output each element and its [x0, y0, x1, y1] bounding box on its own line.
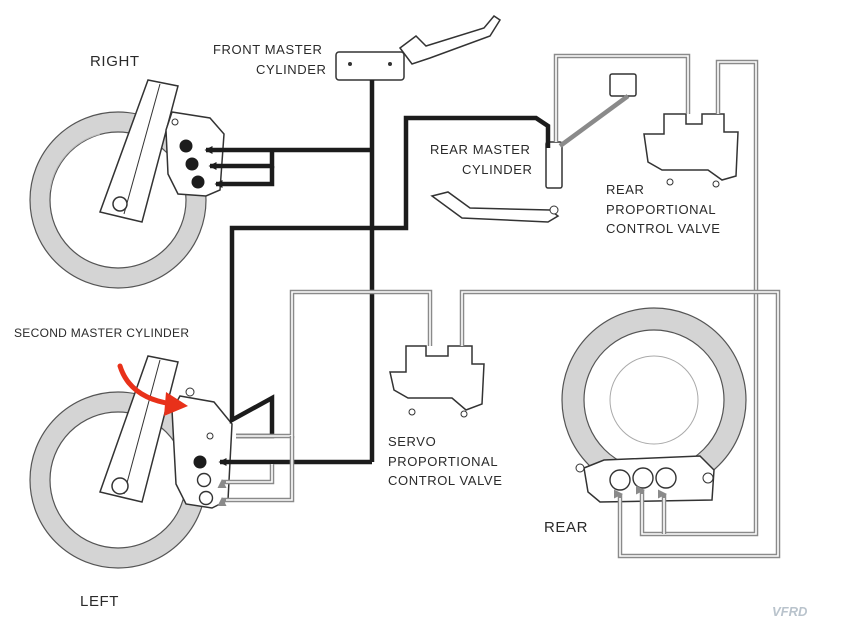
label-rear-valve-line3: CONTROL VALVE	[606, 221, 720, 236]
rear-wheel	[561, 307, 747, 493]
second-master-callout-arrow	[117, 363, 188, 416]
rear-proportional-control-valve	[643, 113, 739, 188]
label-servo-valve-line1: SERVO	[388, 434, 436, 449]
front-master-cylinder	[335, 15, 502, 81]
label-rear-valve-line2: PROPORTIONAL	[606, 202, 716, 217]
label-left: LEFT	[80, 593, 119, 610]
right-fork	[99, 79, 179, 223]
left-fork	[99, 355, 179, 503]
watermark: VFRD	[772, 604, 808, 619]
label-rear-master-line1: REAR MASTER	[430, 142, 531, 157]
label-rear: REAR	[544, 519, 588, 536]
left-caliper	[171, 387, 233, 509]
label-servo-valve-line3: CONTROL VALVE	[388, 473, 502, 488]
label-rear-valve-line1: REAR	[606, 182, 645, 197]
label-right: RIGHT	[90, 53, 140, 70]
servo-proportional-control-valve	[389, 345, 485, 418]
rear-caliper	[575, 455, 715, 503]
label-front-master-line1: FRONT MASTER	[213, 42, 323, 57]
label-front-master-line2: CYLINDER	[256, 62, 327, 77]
label-second-master-cylinder: SECOND MASTER CYLINDER	[14, 326, 189, 340]
right-caliper	[165, 111, 225, 197]
rear-brake-lines	[217, 53, 781, 559]
front-brake-lines	[204, 80, 551, 466]
label-rear-master-line2: CYLINDER	[462, 162, 533, 177]
rear-master-cylinder	[430, 73, 637, 223]
label-servo-valve-line2: PROPORTIONAL	[388, 454, 498, 469]
